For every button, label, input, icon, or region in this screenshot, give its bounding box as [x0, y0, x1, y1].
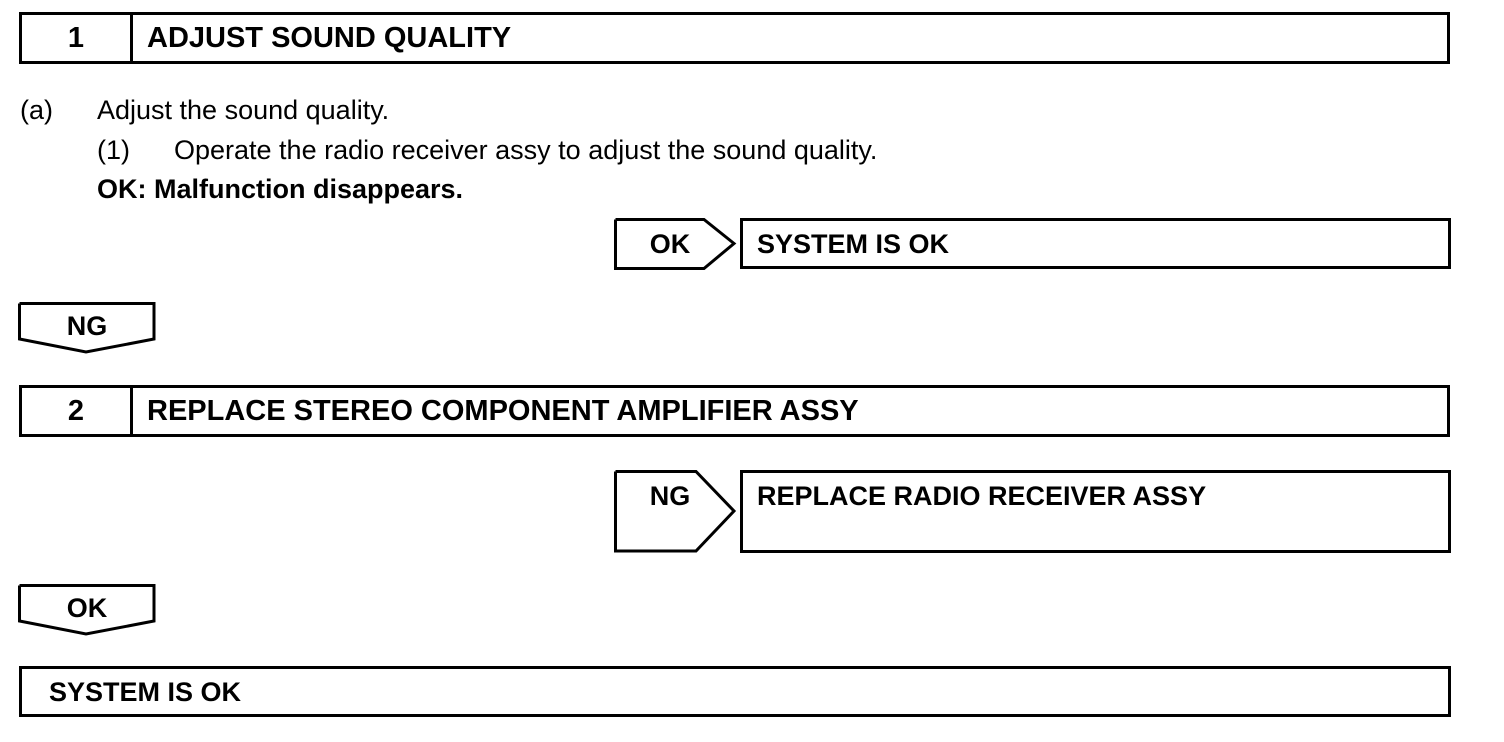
substep-a-label: (a) — [20, 95, 53, 125]
step-2-ng-label: NG — [649, 481, 691, 511]
step-2-number: 2 — [22, 388, 133, 434]
final-result-text: SYSTEM IS OK — [49, 677, 242, 707]
final-result: SYSTEM IS OK — [19, 666, 1451, 717]
ok-condition: OK: Malfunction disappears. — [97, 174, 464, 204]
step-1-ok-result-text: SYSTEM IS OK — [757, 229, 950, 259]
step-1-ok-result: SYSTEM IS OK — [740, 218, 1451, 269]
item-1-label: (1) — [97, 135, 130, 165]
step-2-ng-result: REPLACE RADIO RECEIVER ASSY — [740, 470, 1451, 553]
step-1-title: ADJUST SOUND QUALITY — [147, 21, 512, 54]
ng-right-arrow-icon — [614, 470, 737, 553]
step-1-ok-label: OK — [649, 229, 691, 259]
step-2-title: REPLACE STEREO COMPONENT AMPLIFIER ASSY — [147, 394, 859, 427]
ng-down-arrow-icon — [18, 302, 156, 354]
item-1-text: Operate the radio receiver assy to adjus… — [174, 135, 878, 165]
step-2-ok-label: OK — [66, 593, 108, 623]
ok-down-arrow-icon — [18, 584, 156, 636]
step-1-ng-label: NG — [66, 311, 108, 341]
step-1-number: 1 — [22, 15, 133, 61]
step-2-ng-result-text: REPLACE RADIO RECEIVER ASSY — [757, 481, 1207, 511]
substep-a-text: Adjust the sound quality. — [97, 95, 390, 125]
step-2-header: 2 REPLACE STEREO COMPONENT AMPLIFIER ASS… — [19, 385, 1450, 437]
step-1-header: 1 ADJUST SOUND QUALITY — [19, 12, 1450, 64]
ok-right-arrow-icon — [614, 218, 737, 270]
